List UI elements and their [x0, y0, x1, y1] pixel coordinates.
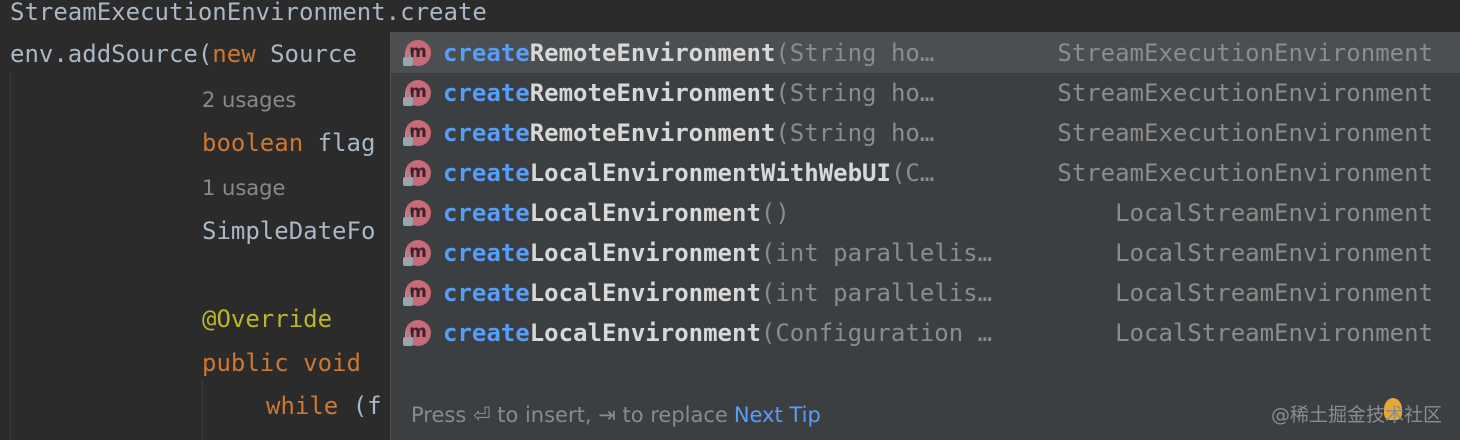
lock-icon — [403, 132, 413, 146]
usages-hint[interactable]: 1 usage — [202, 176, 286, 200]
code-line-6[interactable]: public void — [202, 349, 361, 377]
completion-return-type: StreamExecutionEnvironment — [1057, 159, 1433, 187]
method-icon: m — [405, 320, 431, 346]
completion-return-type: LocalStreamEnvironment — [1115, 319, 1433, 347]
completion-popup[interactable]: m createRemoteEnvironment(String ho… Str… — [390, 32, 1460, 440]
completion-method-name: createRemoteEnvironment(String ho… — [443, 119, 935, 147]
completion-return-type: StreamExecutionEnvironment — [1057, 119, 1433, 147]
lock-icon — [403, 332, 413, 346]
code-line-4[interactable]: SimpleDateFo — [202, 217, 376, 245]
next-tip-link[interactable]: Next Tip — [733, 403, 821, 427]
completion-item[interactable]: m createLocalEnvironment(Configuration …… — [391, 313, 1460, 353]
footer-hint: Press ⏎ to insert, ⇥ to replace — [411, 403, 728, 427]
usages-hint[interactable]: 2 usages — [202, 88, 297, 112]
code-text: env.addSource( — [10, 40, 213, 68]
completion-item[interactable]: m createRemoteEnvironment(String ho… Str… — [391, 113, 1460, 153]
completion-return-type: LocalStreamEnvironment — [1115, 239, 1433, 267]
completion-method-name: createLocalEnvironment(Configuration … — [443, 319, 993, 347]
keyword-while: while — [266, 392, 339, 420]
lightbulb-icon — [1384, 398, 1402, 420]
completion-item[interactable]: m createLocalEnvironment() LocalStreamEn… — [391, 193, 1460, 233]
completion-method-name: createLocalEnvironmentWithWebUI(C… — [443, 159, 935, 187]
code-line-3[interactable]: boolean flag — [202, 128, 375, 158]
code-text: flag — [303, 129, 376, 157]
completion-item[interactable]: m createLocalEnvironment(int parallelis…… — [391, 233, 1460, 273]
code-line-2[interactable]: env.addSource(new Source — [10, 39, 357, 69]
completion-item[interactable]: m createLocalEnvironment(int parallelis…… — [391, 273, 1460, 313]
lock-icon — [403, 172, 413, 186]
code-line-7[interactable]: while (f — [266, 391, 382, 421]
lock-icon — [403, 252, 413, 266]
completion-item[interactable]: m createLocalEnvironmentWithWebUI(C… Str… — [391, 153, 1460, 193]
watermark: @稀土掘金技术社区 — [1270, 404, 1442, 426]
completion-return-type: StreamExecutionEnvironment — [1057, 39, 1433, 67]
completion-method-name: createRemoteEnvironment(String ho… — [443, 79, 935, 107]
completion-return-type: StreamExecutionEnvironment — [1057, 79, 1433, 107]
completion-return-type: LocalStreamEnvironment — [1115, 279, 1433, 307]
completion-method-name: createLocalEnvironment(int parallelis… — [443, 239, 993, 267]
completion-method-name: createLocalEnvironment() — [443, 199, 790, 227]
completion-method-name: createLocalEnvironment(int parallelis… — [443, 279, 993, 307]
code-text: Source — [255, 40, 357, 68]
indent-guide — [10, 72, 11, 440]
lock-icon — [403, 92, 413, 106]
code-line-5[interactable]: @Override — [202, 305, 333, 333]
indent-guide — [202, 380, 203, 440]
completion-item[interactable]: m createRemoteEnvironment(String ho… Str… — [391, 73, 1460, 113]
method-icon: m — [405, 120, 431, 146]
lock-icon — [403, 212, 413, 226]
keyword-boolean: boolean — [202, 129, 304, 157]
code-text: (f — [338, 392, 382, 420]
code-line-1[interactable]: StreamExecutionEnvironment.create — [10, 0, 487, 26]
lock-icon — [403, 52, 413, 66]
completion-return-type: LocalStreamEnvironment — [1115, 199, 1433, 227]
lock-icon — [403, 292, 413, 306]
completion-item[interactable]: m createRemoteEnvironment(String ho… Str… — [391, 33, 1460, 73]
keyword-new: new — [212, 40, 256, 68]
completion-method-name: createRemoteEnvironment(String ho… — [443, 39, 935, 67]
